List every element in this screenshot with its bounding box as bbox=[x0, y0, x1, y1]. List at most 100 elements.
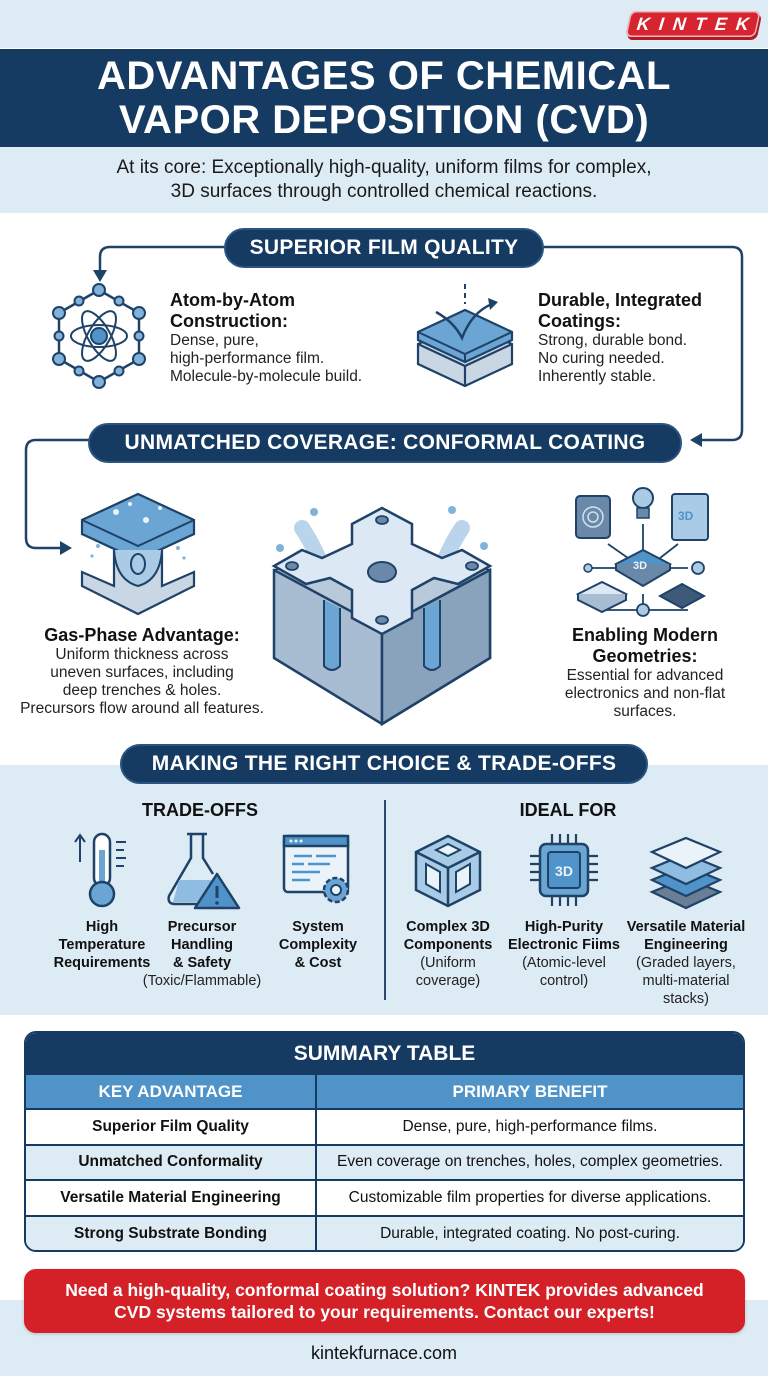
feature-atom-by-atom: Atom-by-Atom Construction: Dense, pure, … bbox=[170, 290, 362, 386]
tradeoff-label: Handling bbox=[170, 937, 234, 953]
feature-modern-geometries: Enabling Modern Geometries: Essential fo… bbox=[530, 625, 760, 721]
ideal-for-heading: IDEAL FOR bbox=[519, 800, 617, 820]
flask-warning-icon bbox=[167, 832, 241, 910]
subtitle-line-1: At its core: Exceptionally high-quality,… bbox=[116, 157, 652, 178]
tradeoff-label: Complexity bbox=[278, 937, 358, 953]
feature-body: Essential for advanced bbox=[566, 667, 724, 684]
feature-body: Strong, durable bond. bbox=[538, 332, 688, 349]
subtitle-line-2: 3D surfaces through controlled chemical … bbox=[170, 181, 598, 202]
feature-body: uneven surfaces, including bbox=[50, 664, 234, 681]
table-cell-advantage: Superior Film Quality bbox=[26, 1109, 317, 1146]
feature-gas-phase-advantage: Gas-Phase Advantage: Uniform thickness a… bbox=[10, 625, 274, 718]
section-pill-conformal-coating: UNMATCHED COVERAGE: CONFORMAL COATING bbox=[88, 423, 682, 463]
tradeoff-system-complexity: System Complexity & Cost bbox=[254, 830, 382, 972]
table-cell-benefit: Customizable film properties for diverse… bbox=[316, 1180, 743, 1217]
page-title-line-2: VAPOR DEPOSITION (CVD) bbox=[118, 98, 650, 142]
website-link[interactable]: kintekfurnace.com bbox=[310, 1343, 458, 1363]
tradeoff-sublabel: (Toxic/Flammable) bbox=[142, 973, 262, 989]
section-divider bbox=[384, 800, 386, 1000]
table-cell-advantage: Versatile Material Engineering bbox=[26, 1180, 317, 1217]
ideal-label: Complex 3D bbox=[406, 919, 490, 935]
layers-stack-icon bbox=[649, 836, 723, 910]
3d-cube-icon bbox=[414, 834, 482, 908]
ideal-versatile-material: Versatile Material Engineering (Graded l… bbox=[616, 830, 756, 1008]
svg-text:3D: 3D bbox=[555, 863, 573, 879]
ideal-label: Engineering bbox=[644, 937, 728, 953]
svg-text:3D: 3D bbox=[678, 509, 694, 523]
ideal-label: Components bbox=[403, 937, 493, 953]
table-row: Versatile Material Engineering Customiza… bbox=[26, 1180, 743, 1217]
atom-lattice-icon bbox=[52, 283, 146, 389]
table-row: Unmatched Conformality Even coverage on … bbox=[26, 1144, 743, 1181]
cta-line-1: Need a high-quality, conformal coating s… bbox=[65, 1280, 704, 1300]
column-header: KEY ADVANTAGE bbox=[26, 1075, 317, 1110]
ideal-sublabel: (Graded layers, bbox=[636, 955, 736, 971]
title-banner: ADVANTAGES OF CHEMICAL VAPOR DEPOSITION … bbox=[0, 49, 768, 147]
window-gear-icon bbox=[282, 834, 350, 904]
tradeoff-label: & Safety bbox=[172, 955, 232, 971]
tradeoff-label: High bbox=[85, 919, 119, 935]
summary-table-grid: KEY ADVANTAGE PRIMARY BENEFIT Superior F… bbox=[26, 1075, 743, 1250]
3d-chip-icon: 3D bbox=[530, 834, 598, 906]
tradeoffs-heading: TRADE-OFFS bbox=[142, 800, 258, 820]
feature-body: electronics and non-flat bbox=[564, 685, 726, 702]
table-cell-advantage: Unmatched Conformality bbox=[26, 1144, 317, 1181]
layered-coating-icon bbox=[416, 284, 514, 388]
section-pill-right-choice: MAKING THE RIGHT CHOICE & TRADE-OFFS bbox=[120, 744, 648, 784]
svg-text:3D: 3D bbox=[633, 560, 647, 572]
feature-body: deep trenches & holes. bbox=[62, 682, 222, 699]
table-row: Superior Film Quality Dense, pure, high-… bbox=[26, 1109, 743, 1146]
tradeoff-label: Temperature bbox=[58, 937, 146, 953]
ideal-label: Electronic Fiims bbox=[507, 937, 620, 953]
feature-title: Gas-Phase Advantage: bbox=[44, 625, 240, 645]
feature-body: Uniform thickness across bbox=[55, 646, 229, 663]
feature-body: Inherently stable. bbox=[538, 368, 657, 385]
ideal-label: Versatile Material bbox=[626, 919, 746, 935]
ideal-sublabel: control) bbox=[539, 973, 589, 989]
electronics-network-icon: 3D 3D bbox=[575, 487, 709, 617]
cta-line-2: CVD systems tailored to your requirement… bbox=[114, 1302, 655, 1322]
feature-body: surfaces. bbox=[613, 703, 677, 720]
page-title-line-1: ADVANTAGES OF CHEMICAL bbox=[97, 54, 671, 98]
feature-title: Durable, Integrated bbox=[538, 290, 703, 310]
feature-body: Dense, pure, bbox=[170, 332, 259, 349]
kintek-logo[interactable]: KINTEK bbox=[625, 11, 761, 37]
feature-body: Molecule-by-molecule build. bbox=[170, 368, 363, 385]
feature-title: Construction: bbox=[170, 311, 288, 331]
contact-cta-banner[interactable]: Need a high-quality, conformal coating s… bbox=[24, 1269, 745, 1333]
table-cell-benefit: Dense, pure, high-performance films. bbox=[316, 1109, 743, 1146]
tradeoff-label: Precursor bbox=[167, 919, 237, 935]
ideal-label: High-Purity bbox=[524, 919, 604, 935]
summary-table: SUMMARY TABLE KEY ADVANTAGE PRIMARY BENE… bbox=[24, 1031, 745, 1252]
feature-body: No curing needed. bbox=[538, 350, 665, 367]
tradeoff-precursor-safety: Precursor Handling & Safety (Toxic/Flamm… bbox=[138, 830, 266, 990]
ideal-sublabel: (Atomic-level bbox=[522, 955, 606, 971]
summary-table-title: SUMMARY TABLE bbox=[26, 1033, 743, 1075]
ideal-sublabel: stacks) bbox=[663, 991, 709, 1007]
thermometer-icon bbox=[74, 832, 126, 908]
ideal-high-purity-films: 3D High-Purity Electronic Fiims (Atomic-… bbox=[500, 830, 628, 990]
ideal-sublabel: multi-material bbox=[642, 973, 730, 989]
table-cell-advantage: Strong Substrate Bonding bbox=[26, 1215, 317, 1250]
table-header-row: KEY ADVANTAGE PRIMARY BENEFIT bbox=[26, 1075, 743, 1110]
section-pill-superior-film-quality: SUPERIOR FILM QUALITY bbox=[224, 228, 544, 268]
tradeoff-label: & Cost bbox=[294, 955, 342, 971]
feature-title: Geometries: bbox=[592, 646, 698, 666]
ideal-sublabel: (Uniform bbox=[420, 955, 476, 971]
feature-durable-coatings: Durable, Integrated Coatings: Strong, du… bbox=[538, 290, 702, 386]
table-cell-benefit: Durable, integrated coating. No post-cur… bbox=[316, 1215, 743, 1250]
feature-title: Enabling Modern bbox=[572, 625, 718, 645]
feature-body: high-performance film. bbox=[170, 350, 325, 367]
table-cell-benefit: Even coverage on trenches, holes, comple… bbox=[316, 1144, 743, 1181]
table-row: Strong Substrate Bonding Durable, integr… bbox=[26, 1215, 743, 1250]
ideal-complex-3d: Complex 3D Components (Uniform coverage) bbox=[384, 830, 512, 990]
subtitle-band: At its core: Exceptionally high-quality,… bbox=[0, 147, 768, 213]
conformal-3d-block-icon bbox=[271, 506, 493, 727]
column-header: PRIMARY BENEFIT bbox=[316, 1075, 743, 1110]
tradeoff-label: System bbox=[292, 919, 344, 935]
tradeoff-high-temperature: High Temperature Requirements bbox=[38, 830, 166, 972]
gas-flow-trench-icon bbox=[80, 492, 196, 616]
ideal-sublabel: coverage) bbox=[415, 973, 481, 989]
feature-title: Atom-by-Atom bbox=[170, 290, 295, 310]
feature-body: Precursors flow around all features. bbox=[20, 700, 264, 717]
